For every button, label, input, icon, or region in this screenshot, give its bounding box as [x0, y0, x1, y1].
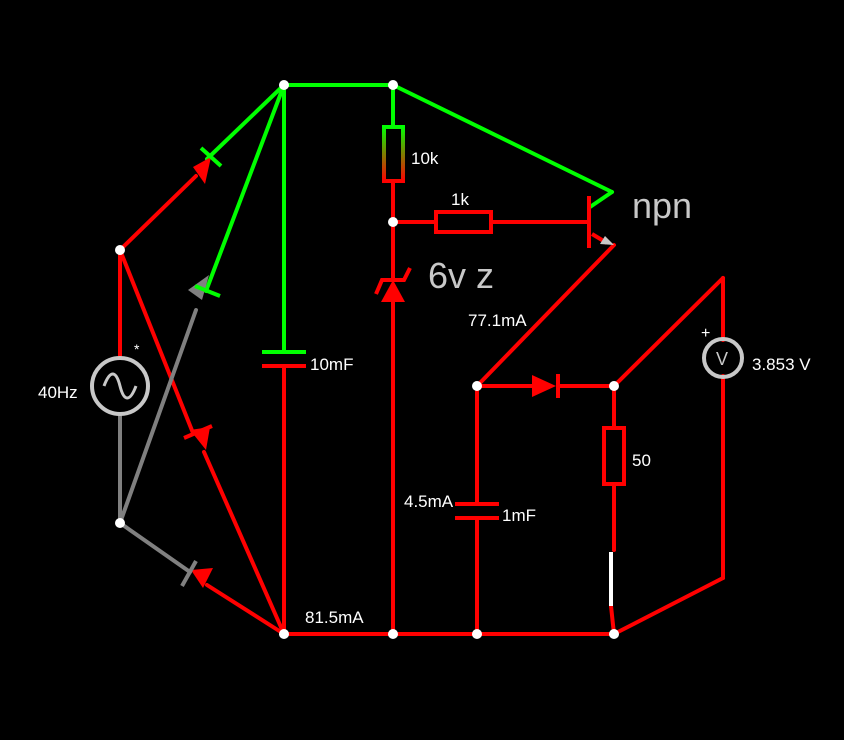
transistor-label: npn: [632, 185, 692, 226]
wire-load-to-voltmeter[interactable]: [612, 276, 725, 388]
junction-nodes: [115, 80, 619, 639]
neutral-wires: [118, 308, 198, 574]
wire-emitter-to-output[interactable]: [475, 243, 616, 388]
wire-d4-cathode[interactable]: [118, 521, 192, 574]
source-marker: *: [134, 341, 140, 357]
voltmeter-reading: 3.853 V: [752, 355, 811, 374]
source-frequency: 40Hz: [38, 383, 78, 402]
zener-label: 6v z: [428, 255, 494, 296]
wire-d3-anode[interactable]: [118, 308, 198, 525]
node-output[interactable]: [472, 381, 482, 391]
wire-d1-cathode[interactable]: [205, 83, 286, 161]
current-emitter: 77.1mA: [468, 311, 527, 330]
voltmeter[interactable]: [702, 337, 744, 379]
resistor-50[interactable]: [602, 426, 626, 486]
wire-top-to-collector[interactable]: [391, 83, 614, 194]
voltmeter-polarity: +: [701, 325, 710, 342]
diode-d4[interactable]: [180, 560, 213, 588]
wire-d2-anode[interactable]: [202, 450, 286, 636]
high-voltage-wires: [204, 83, 614, 354]
wire-d4-anode[interactable]: [205, 583, 286, 636]
current-capacitor: 4.5mA: [404, 492, 454, 511]
node-ground-zener[interactable]: [388, 629, 398, 639]
node-zener[interactable]: [388, 217, 398, 227]
ac-source[interactable]: [90, 356, 150, 416]
zener-diode[interactable]: [374, 267, 412, 302]
diode-output[interactable]: [532, 374, 560, 398]
diode-d3[interactable]: [188, 275, 221, 300]
resistor-10k[interactable]: [382, 125, 405, 183]
capacitor-1mf-label: 1mF: [502, 506, 536, 525]
node-ground-right[interactable]: [609, 629, 619, 639]
resistor-10k-label: 10k: [411, 149, 439, 168]
node-top-left[interactable]: [279, 80, 289, 90]
capacitor-10mf-label: 10mF: [310, 355, 353, 374]
diode-d1[interactable]: [193, 146, 223, 184]
low-voltage-wires: [118, 174, 725, 636]
current-ground: 81.5mA: [305, 608, 364, 627]
wire-d3-cathode[interactable]: [204, 83, 286, 293]
node-source-bottom[interactable]: [115, 518, 125, 528]
node-load[interactable]: [609, 381, 619, 391]
node-ground-cap[interactable]: [472, 629, 482, 639]
wire-collector-lead[interactable]: [588, 190, 614, 209]
voltmeter-symbol: V: [716, 349, 728, 369]
wire-d2-cathode[interactable]: [118, 248, 195, 435]
diode-d2[interactable]: [183, 424, 213, 450]
resistor-1k[interactable]: [434, 210, 493, 234]
wire-d1-anode[interactable]: [118, 174, 198, 252]
node-source-top[interactable]: [115, 245, 125, 255]
wire-voltmeter-to-ground[interactable]: [612, 576, 725, 636]
npn-transistor[interactable]: [587, 196, 614, 248]
node-ground-left[interactable]: [279, 629, 289, 639]
capacitor-10mf[interactable]: [262, 350, 306, 368]
resistor-50-label: 50: [632, 451, 651, 470]
resistor-1k-label: 1k: [451, 190, 469, 209]
capacitor-1mf[interactable]: [455, 502, 499, 520]
node-top-right[interactable]: [388, 80, 398, 90]
sine-wave-icon: [102, 372, 138, 400]
